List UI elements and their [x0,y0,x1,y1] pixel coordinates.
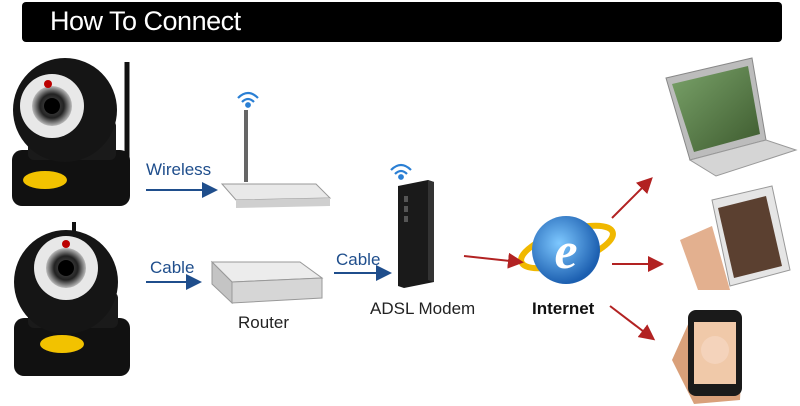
arrow-to-laptop [611,177,653,219]
tablet [680,185,791,290]
internet-icon: e [518,216,616,284]
label-wireless: Wireless [146,160,212,179]
label-cable-left: Cable [150,258,195,277]
wifi-icon [237,91,259,108]
ip-camera-wireless [12,58,130,206]
adsl-modem [398,180,434,288]
wifi-icon-modem [390,163,412,180]
page-title: How To Connect [50,6,241,36]
label-modem: ADSL Modem [370,299,476,318]
arrow-to-internet [463,252,524,269]
wireless-router [220,110,332,208]
router [210,260,324,305]
title-bar: How To Connect [22,2,782,42]
smartphone [672,310,742,404]
label-router: Router [238,313,290,332]
svg-text:e: e [554,223,577,280]
laptop [665,57,798,177]
label-internet: Internet [532,299,595,318]
label-cable-right: Cable [336,250,381,269]
arrow-to-phone [609,305,656,341]
ip-camera-cable [14,222,130,376]
